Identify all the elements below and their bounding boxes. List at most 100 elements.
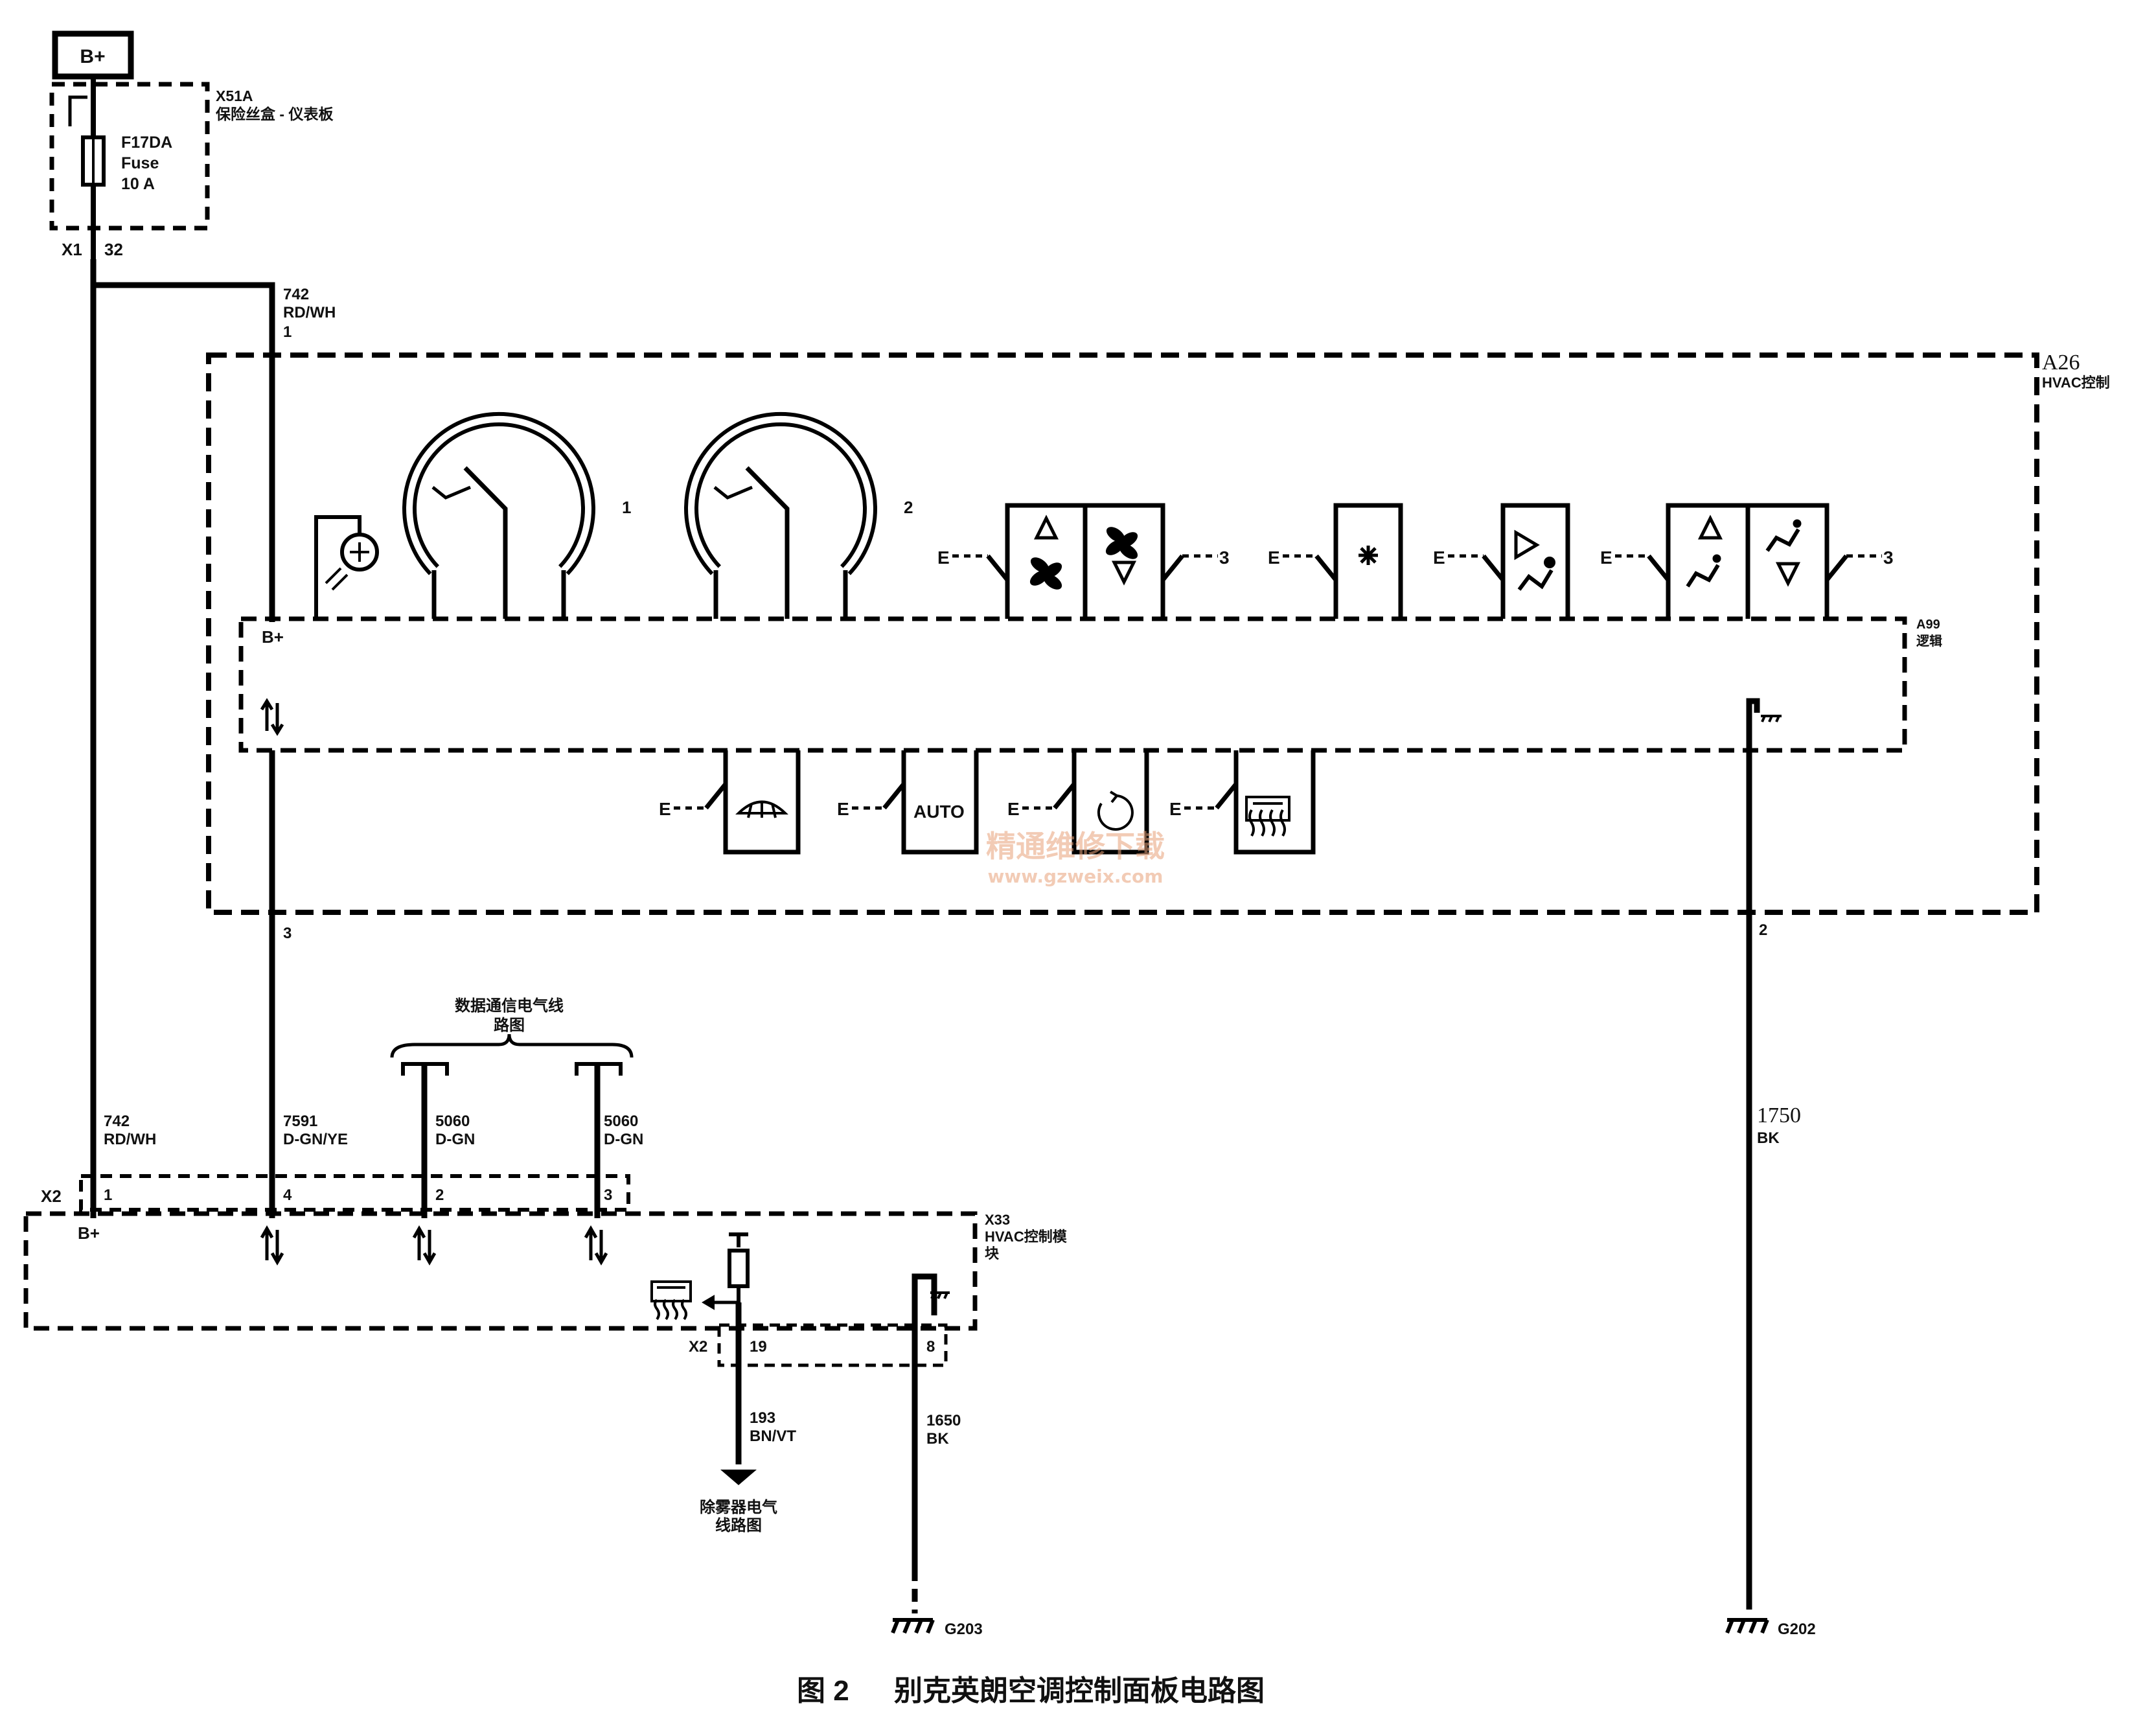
bidirectional-arrow-icon (584, 1225, 608, 1266)
svg-text:HVAC控制模: HVAC控制模 (985, 1229, 1068, 1245)
wire-7591-upper: 3 (260, 698, 292, 1218)
svg-text:E: E (1007, 799, 1020, 819)
bplus-source: B+ (52, 30, 134, 80)
connector-x2-label: X2 (41, 1186, 62, 1206)
connector-x2-lower-label: X2 (689, 1338, 707, 1356)
svg-text:3: 3 (1883, 548, 1894, 568)
svg-text:1: 1 (104, 1186, 112, 1204)
svg-text:D-GN: D-GN (435, 1131, 475, 1148)
svg-text:3: 3 (1219, 548, 1230, 568)
wire-1750: 2 1750 BK (1746, 698, 1801, 1600)
svg-text:F17DA: F17DA (121, 133, 172, 152)
recirculation-icon (1097, 791, 1134, 831)
svg-text:G203: G203 (945, 1621, 983, 1638)
svg-text:RD/WH: RD/WH (104, 1131, 156, 1148)
recirculation-switch: E (1007, 750, 1149, 855)
svg-text:2: 2 (904, 498, 913, 517)
svg-text:D-GN/YE: D-GN/YE (283, 1131, 348, 1148)
svg-text:5060: 5060 (435, 1113, 470, 1130)
blower-switch-pair: E 3 (937, 503, 1230, 619)
ground-icon (1761, 715, 1782, 722)
svg-text:E: E (1169, 799, 1182, 819)
svg-text:Fuse: Fuse (121, 154, 159, 172)
wire-193-circuit: 193 (750, 1409, 775, 1427)
svg-text:D-GN: D-GN (604, 1131, 643, 1148)
svg-text:10 A: 10 A (121, 175, 155, 193)
rear-defrost-icon (650, 1280, 692, 1321)
windshield-defrost-icon (735, 800, 788, 818)
svg-text:RD/WH: RD/WH (283, 304, 336, 321)
svg-text:精通维修下载: 精通维修下载 (986, 829, 1165, 864)
svg-text:X33: X33 (985, 1212, 1010, 1228)
svg-text:别克英朗空调控制面板电路图: 别克英朗空调控制面板电路图 (894, 1675, 1265, 1707)
svg-text:B+: B+ (80, 46, 105, 67)
fuse-f17da: F17DA Fuse 10 A X1 32 (62, 76, 172, 288)
svg-text:块: 块 (985, 1245, 1000, 1262)
auto-switch: E AUTO (837, 750, 979, 855)
hvac-control-a26: A26 HVAC控制 (206, 351, 2110, 915)
pin-8-label: 8 (926, 1338, 935, 1356)
rear-defrost-icon (1245, 796, 1290, 837)
connector-x2-lower (717, 1323, 948, 1367)
rear-defrost-switch: E (1169, 750, 1316, 855)
svg-text:E: E (837, 799, 849, 819)
svg-text:路图: 路图 (494, 1016, 525, 1034)
bidirectional-arrow-icon (412, 1225, 437, 1266)
fuse-block-x51a: X51A 保险丝盒 - 仪表板 (49, 82, 334, 231)
svg-text:X51A: X51A (216, 87, 253, 104)
svg-text:逻辑: 逻辑 (1916, 633, 1942, 649)
svg-text:2: 2 (435, 1186, 444, 1204)
fan-icon (1029, 557, 1062, 590)
mode-switch-pair: E 3 (1600, 503, 1894, 619)
wire-7591-lower-label: 7591 D-GN/YE 4 (283, 1113, 348, 1204)
svg-text:1: 1 (283, 323, 292, 341)
svg-text:E: E (659, 799, 671, 819)
svg-text:A99: A99 (1916, 618, 1940, 632)
bidirectional-arrow-icon (260, 1225, 284, 1266)
svg-text:保险丝盒 - 仪表板: 保险丝盒 - 仪表板 (215, 106, 334, 122)
hvac-module-x33: X33 HVAC控制模 块 (23, 1211, 1068, 1331)
svg-text:E: E (1600, 548, 1612, 568)
wire-1650: 1650 BK (912, 1273, 961, 1613)
svg-text:1750: 1750 (1757, 1103, 1801, 1127)
wire-193-color: BN/VT (750, 1427, 796, 1445)
svg-text:7591: 7591 (283, 1113, 317, 1130)
defogger-reference: 除雾器电气 线路图 (700, 1470, 777, 1534)
watermark: 精通维修下载 www.gzweix.com (986, 829, 1165, 887)
svg-text:线路图: 线路图 (715, 1516, 762, 1534)
wire-742-main: 742 RD/WH 1 (90, 259, 336, 1218)
svg-text:2: 2 (1759, 921, 1767, 939)
temperature-dial-2: 2 (684, 411, 913, 619)
svg-text:HVAC控制: HVAC控制 (2042, 375, 2110, 391)
pin-19-label: 19 (750, 1338, 767, 1356)
svg-text:AUTO: AUTO (913, 802, 965, 822)
vent-mode-switch: E (1433, 503, 1570, 619)
svg-text:E: E (937, 548, 950, 568)
svg-text:742: 742 (283, 286, 309, 303)
svg-text:图 2: 图 2 (797, 1675, 849, 1707)
wire-742-lower-label: 742 RD/WH 1 B+ (78, 1113, 156, 1243)
svg-text:数据通信电气线: 数据通信电气线 (455, 997, 564, 1015)
ac-snowflake-switch: E (1268, 503, 1403, 619)
svg-text:32: 32 (104, 240, 123, 259)
seated-person-icon (1517, 557, 1555, 591)
data-bus-brace: 数据通信电气线 路图 (390, 997, 634, 1076)
svg-text:www.gzweix.com: www.gzweix.com (988, 866, 1164, 887)
svg-text:3: 3 (604, 1186, 612, 1204)
wire-5060-a: 5060 D-GN 2 (421, 1064, 475, 1218)
snowflake-icon (1359, 546, 1378, 565)
svg-text:G202: G202 (1778, 1621, 1816, 1638)
connector-x2-strip (79, 1174, 630, 1212)
svg-text:E: E (1268, 548, 1280, 568)
svg-text:除雾器电气: 除雾器电气 (700, 1498, 777, 1516)
temperature-dial-1: 1 (402, 411, 631, 619)
ground-g202: G202 (1725, 1618, 1816, 1638)
svg-text:BK: BK (1757, 1129, 1780, 1147)
fan-icon (1105, 527, 1138, 559)
svg-text:742: 742 (104, 1113, 130, 1130)
ground-icon (930, 1291, 950, 1299)
svg-text:BK: BK (926, 1430, 949, 1448)
bidirectional-arrow-icon (260, 698, 284, 736)
svg-text:1650: 1650 (926, 1412, 961, 1429)
